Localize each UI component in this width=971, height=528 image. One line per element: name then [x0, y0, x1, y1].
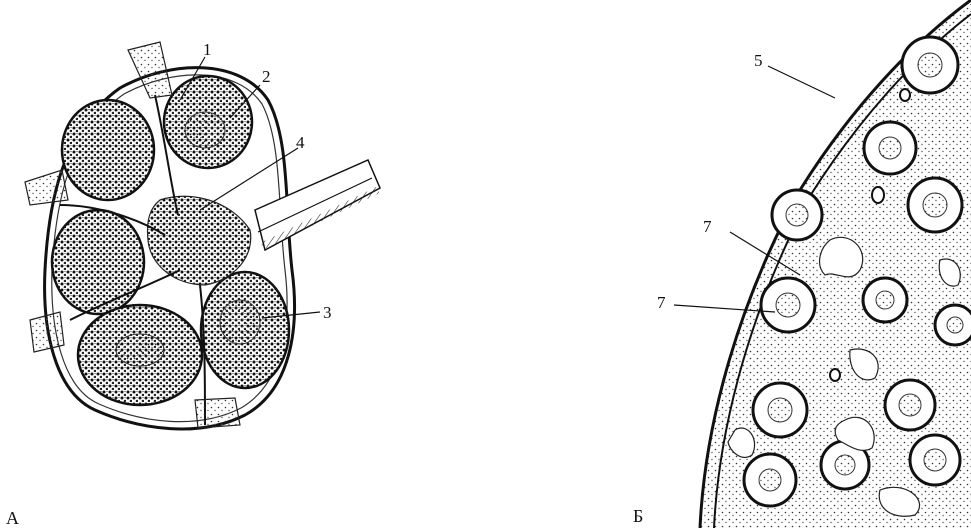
label-3: 3	[323, 303, 332, 322]
label-7-lower: 7	[657, 293, 666, 312]
panel-letter-b: Б	[633, 506, 643, 526]
label-5: 5	[754, 51, 763, 70]
panel-letter-a: А	[6, 508, 19, 528]
panel-a-illustration: 1 2 3 4 А	[6, 40, 380, 528]
label-7-upper: 7	[703, 217, 712, 236]
label-2: 2	[262, 67, 271, 86]
label-1: 1	[203, 40, 212, 59]
panel-b-illustration: 5 7 7 Б	[633, 0, 971, 528]
leader-5	[768, 66, 835, 98]
label-4: 4	[296, 133, 305, 152]
